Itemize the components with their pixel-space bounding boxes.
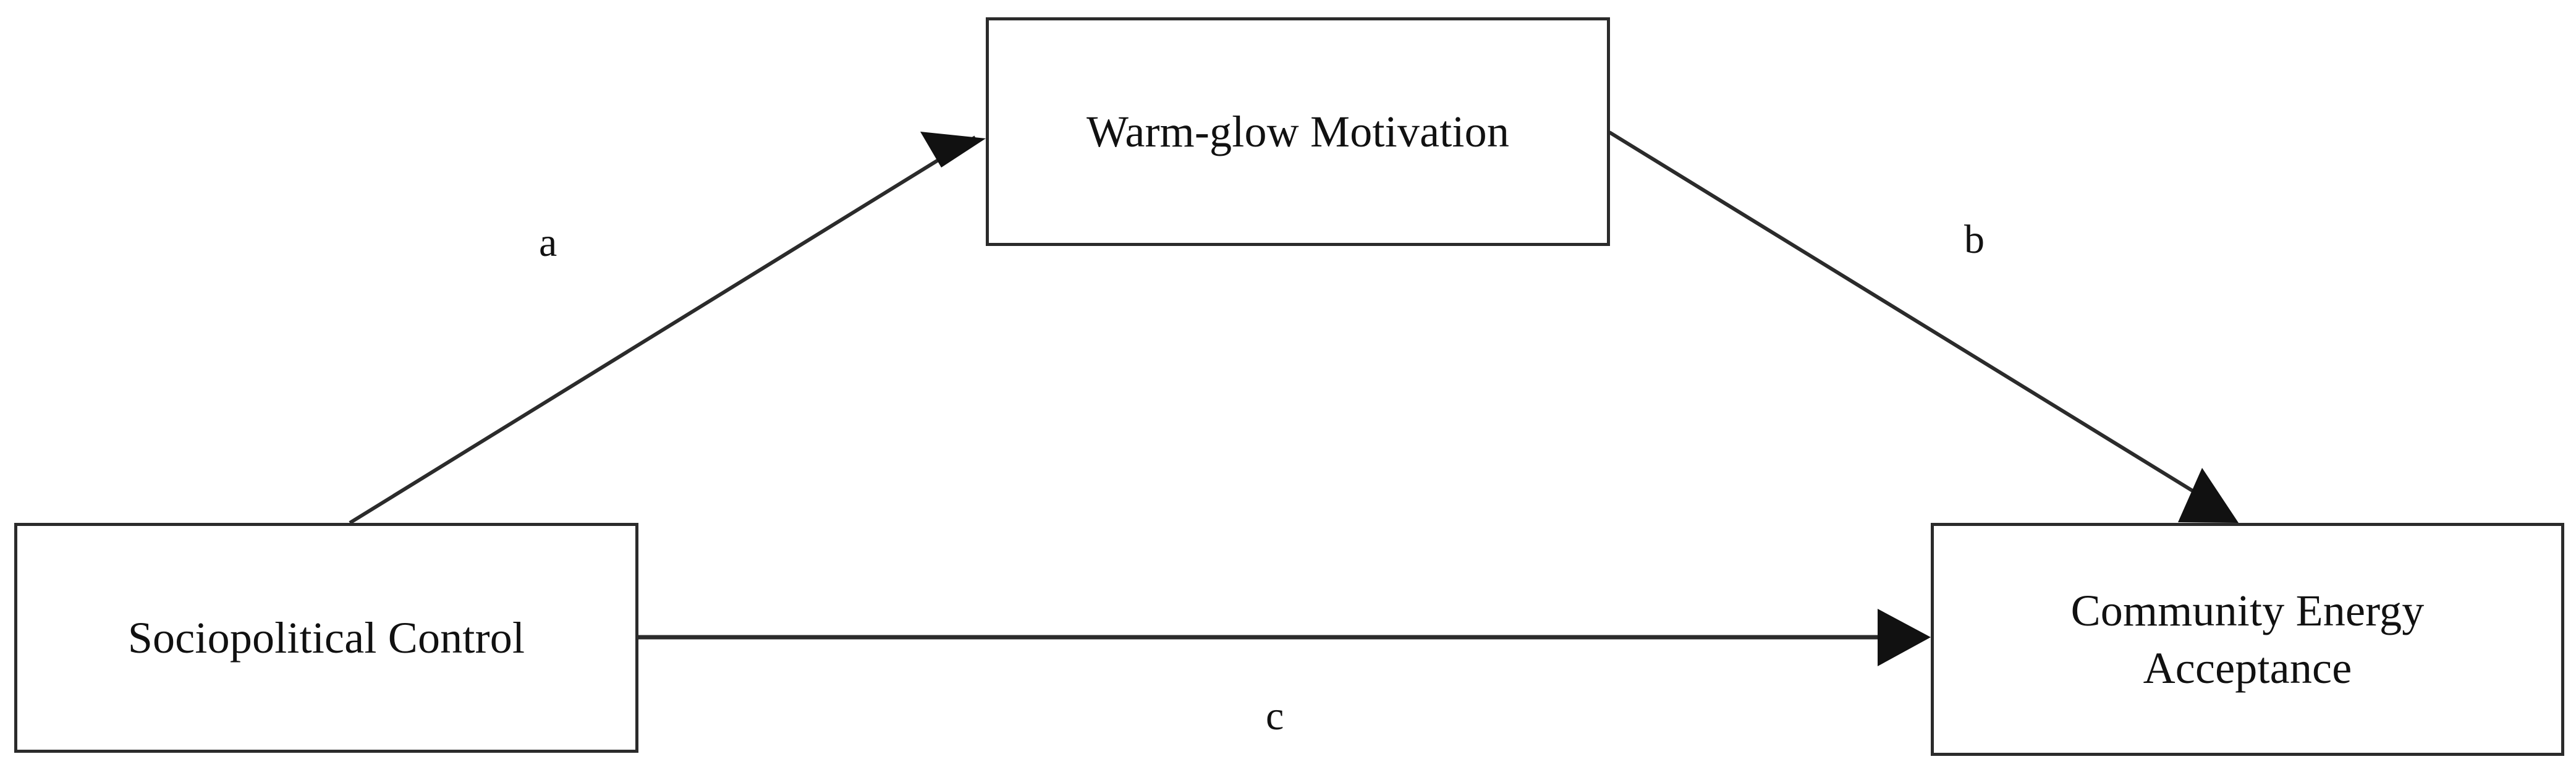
path-arrow-a: [349, 132, 986, 525]
path-label-a: a: [539, 220, 557, 265]
node-warm-glow-motivation[interactable]: Warm-glow Motivation: [986, 17, 1610, 246]
path-label-c: c: [1266, 693, 1284, 739]
path-arrow-c: [638, 609, 1931, 666]
node-sociopolitical-control[interactable]: Sociopolitical Control: [14, 523, 638, 753]
node-sociopolitical-control-label: Sociopolitical Control: [127, 612, 525, 663]
path-arrow-b: [1608, 130, 2239, 523]
node-warm-glow-motivation-label: Warm-glow Motivation: [1086, 106, 1510, 156]
path-label-b: b: [1964, 217, 1985, 262]
node-community-energy-acceptance[interactable]: Community Energy Acceptance: [1931, 523, 2564, 756]
node-community-energy-acceptance-label: Community Energy Acceptance: [2070, 586, 2425, 693]
